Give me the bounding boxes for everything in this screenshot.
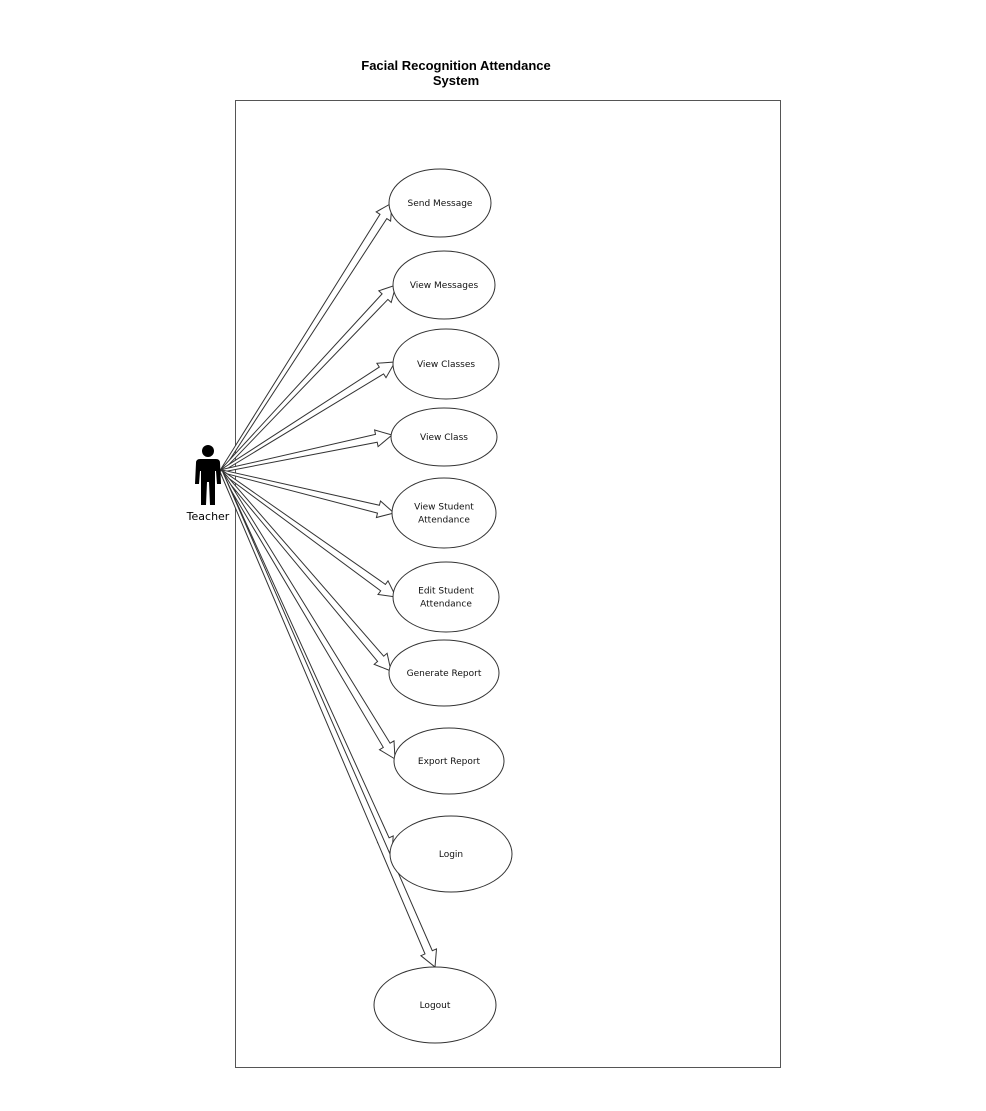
use-case-label: Send Message — [408, 199, 473, 209]
use-case-label: View Messages — [410, 281, 479, 291]
actor-teacher[interactable]: Teacher — [186, 445, 230, 523]
association-arrow-view-student-attendance — [220, 469, 396, 519]
use-case-label: Login — [439, 850, 463, 860]
use-case-label: Generate Report — [407, 669, 482, 679]
system-boundary — [235, 100, 781, 1068]
use-case-label: View Class — [420, 433, 468, 443]
association-arrow-edit-student-attendance — [219, 469, 397, 598]
association-arrow-view-messages — [219, 284, 397, 473]
use-case-view-classes[interactable]: View Classes — [392, 328, 500, 400]
use-case-label: Attendance — [418, 516, 470, 526]
use-case-ellipse — [392, 328, 500, 400]
use-case-generate-report[interactable]: Generate Report — [388, 639, 500, 707]
use-case-label: Export Report — [418, 757, 481, 767]
association-arrow-export-report — [219, 469, 396, 760]
use-case-ellipse — [392, 250, 496, 320]
association-arrow-view-class — [220, 429, 394, 473]
use-case-view-class[interactable]: View Class — [390, 407, 498, 467]
association-arrow-generate-report — [219, 469, 392, 672]
association-arrow-send-message — [219, 202, 393, 473]
association-arrow-view-classes — [219, 361, 396, 473]
use-case-label: View Student — [414, 503, 474, 513]
use-case-ellipse — [390, 407, 498, 467]
use-case-view-messages[interactable]: View Messages — [392, 250, 496, 320]
use-case-logout[interactable]: Logout — [373, 966, 497, 1044]
system-title-line-2: System — [433, 73, 479, 88]
association-arrow-logout — [219, 469, 438, 968]
use-case-ellipse — [388, 168, 492, 238]
person-icon — [195, 445, 221, 505]
use-case-ellipse — [392, 561, 500, 633]
association-arrows — [219, 202, 438, 968]
system-title-line-1: Facial Recognition Attendance — [361, 58, 551, 73]
use-case-label: View Classes — [417, 360, 475, 370]
use-case-ellipse — [391, 477, 497, 549]
actor-label: Teacher — [186, 510, 230, 523]
use-case-ellipse — [393, 727, 505, 795]
use-case-ellipse — [389, 815, 513, 893]
use-case-label: Logout — [420, 1001, 451, 1011]
use-case-export-report[interactable]: Export Report — [393, 727, 505, 795]
use-case-label: Attendance — [420, 600, 472, 610]
use-case-send-message[interactable]: Send Message — [388, 168, 492, 238]
use-case-label: Edit Student — [418, 587, 474, 597]
use-case-ellipse — [388, 639, 500, 707]
use-case-ellipse — [373, 966, 497, 1044]
use-case-login[interactable]: Login — [389, 815, 513, 893]
